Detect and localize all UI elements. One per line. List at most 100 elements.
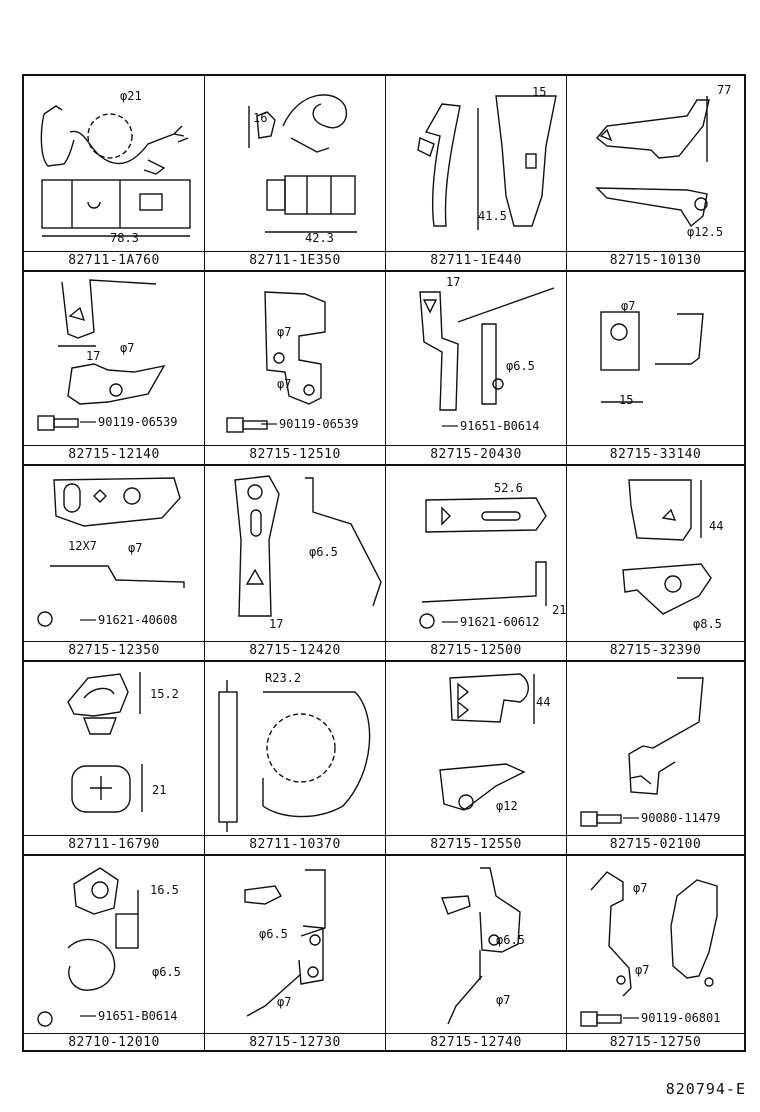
bracket-drawing: 12X7 φ7 91621-40608 xyxy=(24,466,204,642)
bracket-drawing: 16 42.3 xyxy=(205,76,385,252)
fastener-part-number: 91651-B0614 xyxy=(98,1009,177,1023)
part-cell-11[interactable]: 52.6 21 91621-60612 82715-12500 xyxy=(386,466,567,660)
dimension-label: 78.3 xyxy=(110,231,139,245)
fastener-part-number: 91651-B0614 xyxy=(460,419,539,433)
dimension-label: φ7 xyxy=(621,299,635,313)
dimension-label: φ6.5 xyxy=(309,545,338,559)
part-number: 82715-12740 xyxy=(386,1033,566,1052)
bracket-drawing: 52.6 21 91621-60612 xyxy=(386,466,566,642)
part-number: 82715-32390 xyxy=(567,641,744,660)
dimension-label: φ7 xyxy=(633,881,647,895)
bracket-drawing: 90080-11479 xyxy=(567,662,744,836)
part-cell-16[interactable]: 90080-11479 82715-02100 xyxy=(567,662,744,854)
part-number: 82715-12350 xyxy=(24,641,204,660)
bracket-drawing: 15 41.5 xyxy=(386,76,566,252)
grid-row-1: φ21 78.3 82711-1A760 xyxy=(24,76,744,270)
part-cell-4[interactable]: 77 φ12.5 82715-10130 xyxy=(567,76,744,270)
part-number: 82711-1E350 xyxy=(205,251,385,270)
dimension-label: φ7 xyxy=(635,963,649,977)
bracket-drawing: 44 φ12 xyxy=(386,662,566,836)
dimension-label: 16 xyxy=(253,111,267,125)
row-divider xyxy=(24,660,744,662)
bracket-drawing: 16.5 φ6.5 91651-B0614 xyxy=(24,856,204,1034)
part-number: 82715-12510 xyxy=(205,445,385,464)
part-cell-10[interactable]: φ6.5 17 82715-12420 xyxy=(205,466,386,660)
parts-grid: φ21 78.3 82711-1A760 xyxy=(22,74,746,1052)
dimension-label: φ6.5 xyxy=(506,359,535,373)
dimension-label: 21 xyxy=(152,783,166,797)
fastener-part-number: 91621-60612 xyxy=(460,615,539,629)
dimension-label: φ7 xyxy=(120,341,134,355)
dimension-label: φ21 xyxy=(120,89,142,103)
dimension-label: 44 xyxy=(709,519,723,533)
part-cell-19[interactable]: φ6.5 φ7 82715-12740 xyxy=(386,856,567,1052)
dimension-label: R23.2 xyxy=(265,671,301,685)
row-divider xyxy=(24,854,744,856)
part-number: 82711-10370 xyxy=(205,835,385,854)
dimension-label: 15 xyxy=(619,393,633,407)
part-cell-14[interactable]: R23.2 82711-10370 xyxy=(205,662,386,854)
bracket-drawing: φ21 78.3 xyxy=(24,76,204,252)
dimension-label: 77 xyxy=(717,83,731,97)
part-number: 82715-12420 xyxy=(205,641,385,660)
part-cell-9[interactable]: 12X7 φ7 91621-40608 82715-12350 xyxy=(24,466,205,660)
part-number: 82715-12750 xyxy=(567,1033,744,1052)
bracket-drawing: 44 φ8.5 xyxy=(567,466,744,642)
bracket-drawing: φ7 15 xyxy=(567,272,744,446)
dimension-label: φ8.5 xyxy=(693,617,722,631)
part-number: 82711-1A760 xyxy=(24,251,204,270)
part-number: 82715-12140 xyxy=(24,445,204,464)
fastener-part-number: 90119-06539 xyxy=(279,417,358,431)
part-cell-20[interactable]: φ7 φ7 90119-06801 82715-12750 xyxy=(567,856,744,1052)
part-number: 82715-12730 xyxy=(205,1033,385,1052)
dimension-label: 15 xyxy=(532,85,546,99)
part-cell-2[interactable]: 16 42.3 82711-1E350 xyxy=(205,76,386,270)
dimension-label: φ6.5 xyxy=(496,933,525,947)
part-number: 82715-10130 xyxy=(567,251,744,270)
dimension-label: 52.6 xyxy=(494,481,523,495)
dimension-label: 21 xyxy=(552,603,566,617)
dimension-label: φ12 xyxy=(496,799,518,813)
dimension-label: φ7 xyxy=(277,325,291,339)
part-number: 82715-02100 xyxy=(567,835,744,854)
part-cell-15[interactable]: 44 φ12 82715-12550 xyxy=(386,662,567,854)
grid-row-4: 15.2 21 82711-16790 R23.2 82711-10370 xyxy=(24,662,744,854)
fastener-part-number: 91621-40608 xyxy=(98,613,177,627)
part-number: 82715-12500 xyxy=(386,641,566,660)
fastener-part-number: 90119-06801 xyxy=(641,1011,720,1025)
bracket-drawing: φ6.5 17 xyxy=(205,466,385,642)
dimension-label: 42.3 xyxy=(305,231,334,245)
dimension-label: φ12.5 xyxy=(687,225,723,239)
dimension-label: 17 xyxy=(269,617,283,631)
bracket-drawing: R23.2 xyxy=(205,662,385,836)
dimension-label: φ7 xyxy=(496,993,510,1007)
dimension-label: φ7 xyxy=(128,541,142,555)
dimension-label: 16.5 xyxy=(150,883,179,897)
dimension-label: 44 xyxy=(536,695,550,709)
part-cell-1[interactable]: φ21 78.3 82711-1A760 xyxy=(24,76,205,270)
dimension-label: 41.5 xyxy=(478,209,507,223)
dimension-label: φ6.5 xyxy=(152,965,181,979)
dimension-label: φ6.5 xyxy=(259,927,288,941)
diagram-code: 820794-E xyxy=(665,1080,746,1098)
part-number: 82711-16790 xyxy=(24,835,204,854)
dimension-label: 12X7 xyxy=(68,539,97,553)
part-number: 82715-12550 xyxy=(386,835,566,854)
part-cell-13[interactable]: 15.2 21 82711-16790 xyxy=(24,662,205,854)
bracket-drawing: 77 φ12.5 xyxy=(567,76,744,252)
part-cell-12[interactable]: 44 φ8.5 82715-32390 xyxy=(567,466,744,660)
dimension-label: 15.2 xyxy=(150,687,179,701)
